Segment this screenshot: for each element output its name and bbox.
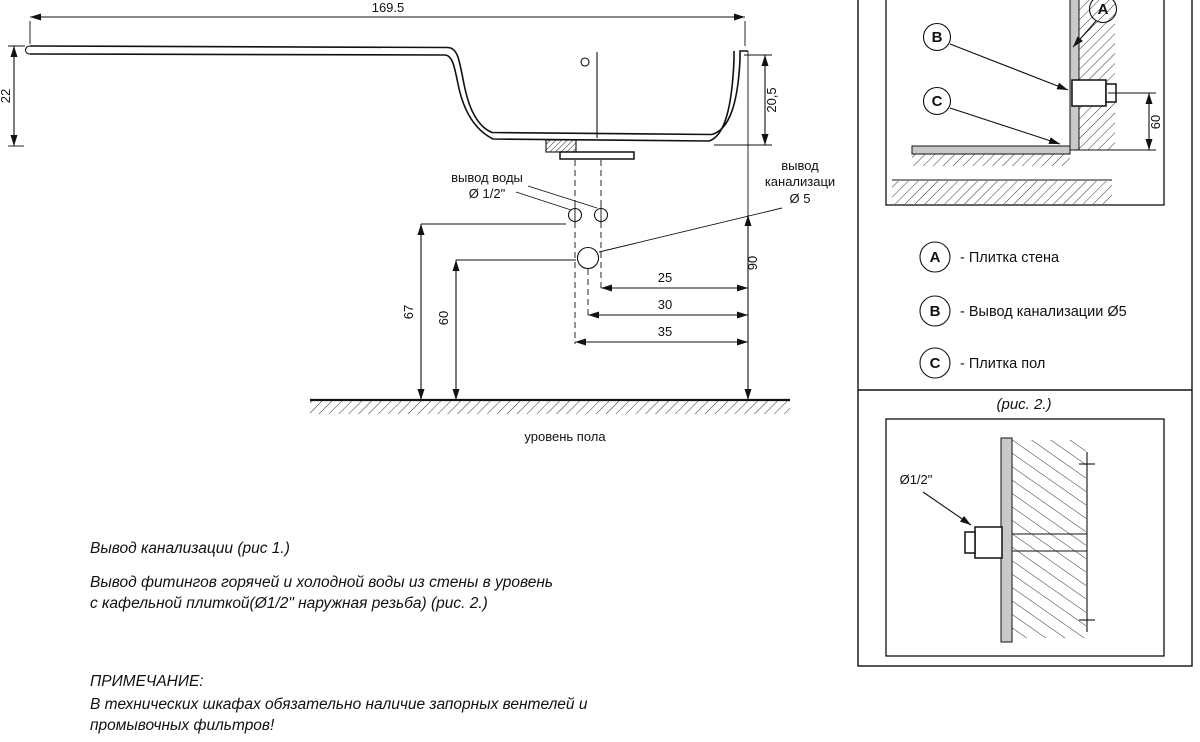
floor-level: уровень пола [310,398,790,444]
fig1-floor-tile [911,145,1071,155]
fig2-fitting-collar [964,531,976,554]
notes-block: Вывод канализации (рис 1.) Вывод фитинго… [90,538,730,736]
note-fig2-line1: Вывод фитингов горячей и холодной воды и… [90,574,554,591]
dim-60-label: 60 [436,311,451,325]
sewer-label-line3: Ø 5 [790,191,811,206]
callout-c-letter: C [932,93,943,110]
dim-22-label: 22 [0,89,13,103]
sewer-label-line1: вывод [781,158,819,173]
dim-67: 67 [401,223,566,400]
fig1-wall-tile [1069,0,1080,151]
dim-67-label: 67 [401,305,416,319]
floor-label: уровень пола [524,429,606,444]
floor-hatch [310,401,790,414]
fig1-detail: 60 A B C [885,0,1165,206]
dim-90-label: 90 [745,256,760,270]
fig1-sewer-pipe [1071,79,1107,107]
drain-hatch [545,139,577,153]
legend-b-letter: B [930,303,941,320]
sink-profile [24,45,748,160]
note-body-line1: В технических шкафах обязательно наличие… [90,696,588,713]
dim-90: 90 [744,51,760,400]
fig2-detail: (рис. 2.) Ø1/2" [885,396,1165,657]
dim-25-label: 25 [658,270,672,285]
callout-a-circle [1088,0,1118,24]
legend-c-circle [919,347,951,379]
water-outlet-label: вывод воды Ø 1/2" [451,170,598,211]
water-label-line1: вывод воды [451,170,523,185]
sewer-outlet-label: вывод канализаци Ø 5 [598,158,835,253]
callout-b-circle [922,22,952,52]
sewer-label-line2: канализаци [765,174,835,189]
dim-left-height: 22 [0,45,25,147]
legend-c-text: - Плитка пол [960,356,1045,372]
note-body-line2: промывочных фильтров! [90,717,275,734]
fig2-diameter-label: Ø1/2" [900,472,933,487]
dim-60: 60 [436,259,576,400]
fig2-caption: (рис. 2.) [996,396,1051,413]
note-fig2-line2: с кафельной плиткой(Ø1/2" наружная резьб… [90,595,488,612]
sewer-outlet [576,246,600,270]
legend-a-circle [919,241,951,273]
fig1-dim-60-label: 60 [1148,115,1163,129]
fig2-wall-hatch [1012,440,1086,638]
dim-bowl-depth: 20,5 [714,54,779,146]
dim-25: 25 [601,270,748,292]
legend-c-letter: C [930,355,941,372]
water-label-line2: Ø 1/2" [469,186,506,201]
dim-overall-width: 169.5 [29,0,746,46]
dim-30-label: 30 [658,297,672,312]
dim-35: 35 [575,324,748,346]
dim-35-label: 35 [658,324,672,339]
callout-c-circle [922,86,952,116]
fig1-wall-hatch [1079,0,1115,150]
dim-width-label: 169.5 [372,0,405,15]
note-title: ПРИМЕЧАНИЕ: [90,673,204,690]
drain-flange [559,151,635,160]
callout-a-letter: A [1098,1,1109,18]
legend-b-circle [919,295,951,327]
fig1-legend: A - Плитка стена B - Вывод канализации Ø… [919,241,1127,379]
dim-205-label: 20,5 [764,87,779,112]
legend-a-letter: A [930,249,941,266]
note-body: В технических шкафах обязательно наличие… [90,694,730,736]
outlets [567,160,609,344]
dim-30: 30 [588,297,748,319]
fig1-underfloor-hatch [912,154,1070,166]
fig1-ground-hatch [892,181,1112,204]
note-fig2-lines: Вывод фитингов горячей и холодной воды и… [90,572,730,614]
fig2-fitting [974,526,1003,559]
legend-b-text: - Вывод канализации Ø5 [960,304,1127,320]
callout-b-letter: B [932,29,943,46]
sink-left-cap [24,45,31,55]
overflow-hole [580,57,590,67]
legend-a-text: - Плитка стена [960,250,1060,266]
note-fig1-line: Вывод канализации (рис 1.) [90,540,290,557]
